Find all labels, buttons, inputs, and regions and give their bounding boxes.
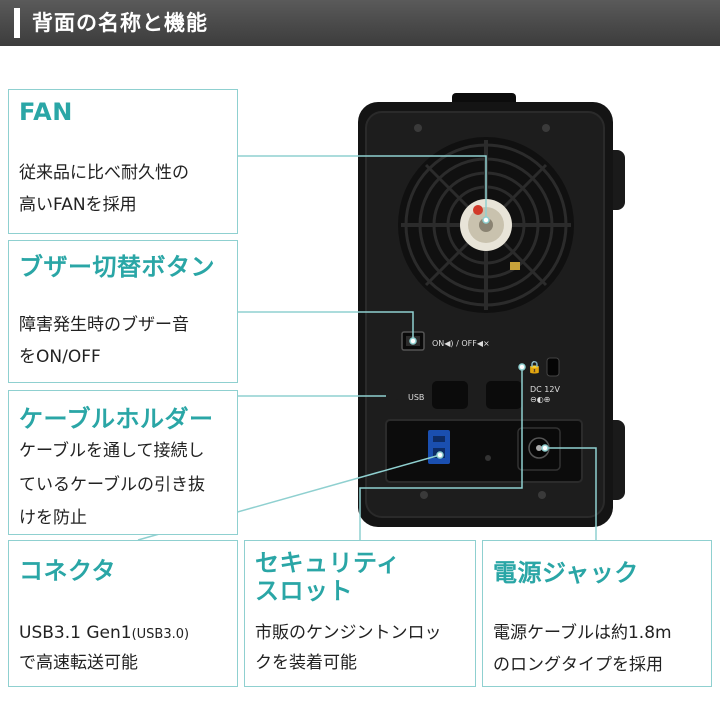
port-panel	[385, 419, 583, 483]
buzzer-text-line1: 障害発生時のブザー音	[19, 315, 189, 335]
holder-text-line1: ケーブルを通して接続し	[19, 441, 205, 461]
usb-label-top: USB	[396, 399, 398, 401]
connector-spec: USB3.1 Gen1	[19, 623, 132, 643]
side-bump-upper	[605, 150, 625, 210]
screw-bottom-right	[538, 491, 546, 499]
top-handle	[452, 93, 516, 113]
buzzer-switch	[401, 331, 425, 351]
leader-power	[545, 447, 597, 540]
security-title-line1: セキュリティ	[255, 549, 401, 577]
device-panel	[365, 111, 605, 518]
usb-label-mid: USB	[408, 393, 424, 402]
callout-power-jack: 電源ジャック 電源ケーブルは約1.8m のロングタイプを採用	[482, 540, 712, 687]
section-header: 背面の名称と機能	[0, 0, 720, 46]
callout-cable-holder: ケーブルホルダー ケーブルを通して接続し ているケーブルの引き抜 けを防止	[8, 390, 238, 535]
connector-spec-note: (USB3.0)	[131, 627, 190, 642]
switch-label: ON◀) / OFF◀×	[432, 339, 490, 348]
callout-connector: コネクタ USB3.1 Gen1(USB3.0) で高速転送可能	[8, 540, 238, 687]
dc-label: DC 12V	[530, 385, 560, 394]
power-text-line2: のロングタイプを採用	[493, 655, 663, 675]
power-title: 電源ジャック	[493, 559, 639, 587]
security-text-line1: 市販のケンジントンロッ	[255, 623, 442, 643]
security-slot	[546, 357, 560, 377]
security-text-line2: クを装着可能	[255, 653, 357, 673]
callout-fan: FAN 従来品に比べ耐久性の 高いFANを採用	[8, 89, 238, 234]
holder-text-line2: ているケーブルの引き抜	[19, 475, 205, 495]
connector-text-line2: で高速転送可能	[19, 653, 138, 673]
cable-holder-right	[486, 381, 522, 409]
fan-text-line2: 高いFANを採用	[19, 195, 137, 215]
side-bump-lower	[605, 420, 625, 500]
holder-text-line3: けを防止	[19, 508, 87, 528]
screw-top-left	[414, 124, 422, 132]
power-text-line1: 電源ケーブルは約1.8m	[493, 623, 672, 643]
security-title-line2: スロット	[255, 577, 353, 605]
buzzer-text-line2: をON/OFF	[19, 347, 101, 367]
connector-title: コネクタ	[19, 557, 117, 585]
indicator-led	[485, 455, 491, 461]
power-jack	[528, 437, 550, 459]
holder-title: ケーブルホルダー	[19, 405, 214, 433]
callout-buzzer: ブザー切替ボタン 障害発生時のブザー音 をON/OFF	[8, 240, 238, 383]
power-jack-housing	[517, 427, 561, 471]
header-accent-bar	[14, 8, 20, 38]
usb-port	[428, 430, 450, 464]
callout-security-slot: セキュリティ スロット 市販のケンジントンロッ クを装着可能	[244, 540, 476, 687]
leader-security	[359, 368, 523, 540]
dc-polarity-symbol: ⊖◐⊕	[530, 395, 550, 404]
leader-fan	[237, 155, 487, 218]
fan-text-line1: 従来品に比べ耐久性の	[19, 163, 189, 183]
fan	[398, 137, 574, 313]
cable-holder-left	[432, 381, 468, 409]
fan-title: FAN	[19, 98, 73, 126]
device-body	[358, 102, 613, 527]
connector-text-line1: USB3.1 Gen1(USB3.0)	[19, 617, 189, 651]
leader-buzzer	[237, 311, 414, 340]
lock-icon: 🔒	[527, 360, 542, 374]
screw-top-right	[542, 124, 550, 132]
page-title: 背面の名称と機能	[32, 11, 208, 35]
buzzer-title: ブザー切替ボタン	[19, 253, 215, 281]
screw-bottom-left	[420, 491, 428, 499]
